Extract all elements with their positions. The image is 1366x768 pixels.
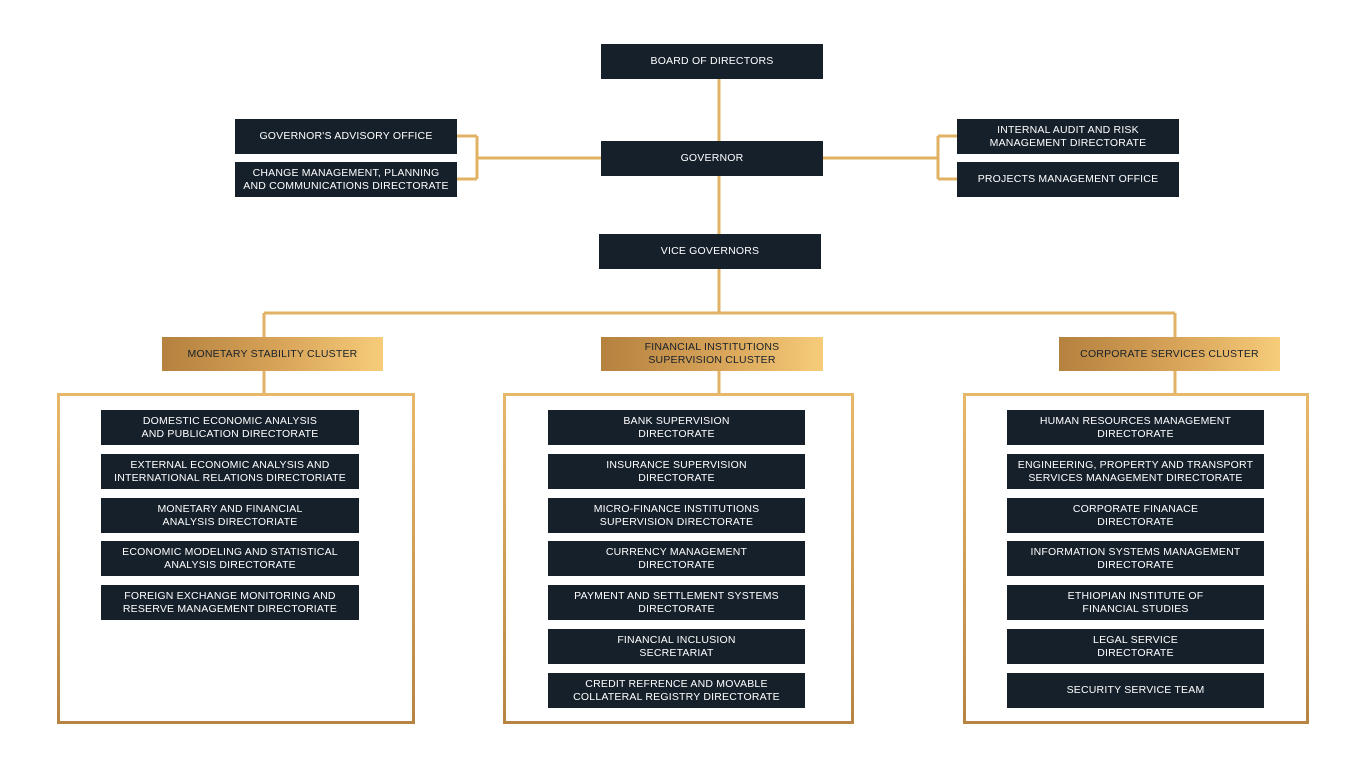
monetary-unit: DOMESTIC ECONOMIC ANALYSIS AND PUBLICATI…: [101, 410, 359, 445]
internal-audit-directorate: INTERNAL AUDIT AND RISK MANAGEMENT DIREC…: [957, 119, 1179, 154]
corporate-unit: HUMAN RESOURCES MANAGEMENT DIRECTORATE: [1007, 410, 1264, 445]
financial-unit: MICRO-FINANCE INSTITUTIONS SUPERVISION D…: [548, 498, 805, 533]
corporate-unit: ENGINEERING, PROPERTY AND TRANSPORT SERV…: [1007, 454, 1264, 489]
governors-advisory-office: GOVERNOR'S ADVISORY OFFICE: [235, 119, 457, 154]
monetary-unit: MONETARY AND FINANCIAL ANALYSIS DIRECTOR…: [101, 498, 359, 533]
vice-governors: VICE GOVERNORS: [599, 234, 821, 269]
change-management-directorate: CHANGE MANAGEMENT, PLANNING AND COMMUNIC…: [235, 162, 457, 197]
financial-unit: INSURANCE SUPERVISION DIRECTORATE: [548, 454, 805, 489]
financial-unit: CREDIT REFRENCE AND MOVABLE COLLATERAL R…: [548, 673, 805, 708]
governor: GOVERNOR: [601, 141, 823, 176]
corporate-unit: SECURITY SERVICE TEAM: [1007, 673, 1264, 708]
projects-management-office: PROJECTS MANAGEMENT OFFICE: [957, 162, 1179, 197]
financial-unit: FINANCIAL INCLUSION SECRETARIAT: [548, 629, 805, 664]
monetary-unit: EXTERNAL ECONOMIC ANALYSIS AND INTERNATI…: [101, 454, 359, 489]
monetary-stability-cluster: MONETARY STABILITY CLUSTER: [162, 337, 383, 371]
board-of-directors: BOARD OF DIRECTORS: [601, 44, 823, 79]
corporate-unit: CORPORATE FINANACE DIRECTORATE: [1007, 498, 1264, 533]
financial-institutions-cluster: FINANCIAL INSTITUTIONS SUPERVISION CLUST…: [601, 337, 823, 371]
financial-unit: CURRENCY MANAGEMENT DIRECTORATE: [548, 541, 805, 576]
monetary-unit: ECONOMIC MODELING AND STATISTICAL ANALYS…: [101, 541, 359, 576]
corporate-unit: LEGAL SERVICE DIRECTORATE: [1007, 629, 1264, 664]
financial-unit: PAYMENT AND SETTLEMENT SYSTEMS DIRECTORA…: [548, 585, 805, 620]
corporate-services-cluster: CORPORATE SERVICES CLUSTER: [1059, 337, 1280, 371]
corporate-unit: ETHIOPIAN INSTITUTE OF FINANCIAL STUDIES: [1007, 585, 1264, 620]
monetary-unit: FOREIGN EXCHANGE MONITORING AND RESERVE …: [101, 585, 359, 620]
financial-unit: BANK SUPERVISION DIRECTORATE: [548, 410, 805, 445]
corporate-unit: INFORMATION SYSTEMS MANAGEMENT DIRECTORA…: [1007, 541, 1264, 576]
